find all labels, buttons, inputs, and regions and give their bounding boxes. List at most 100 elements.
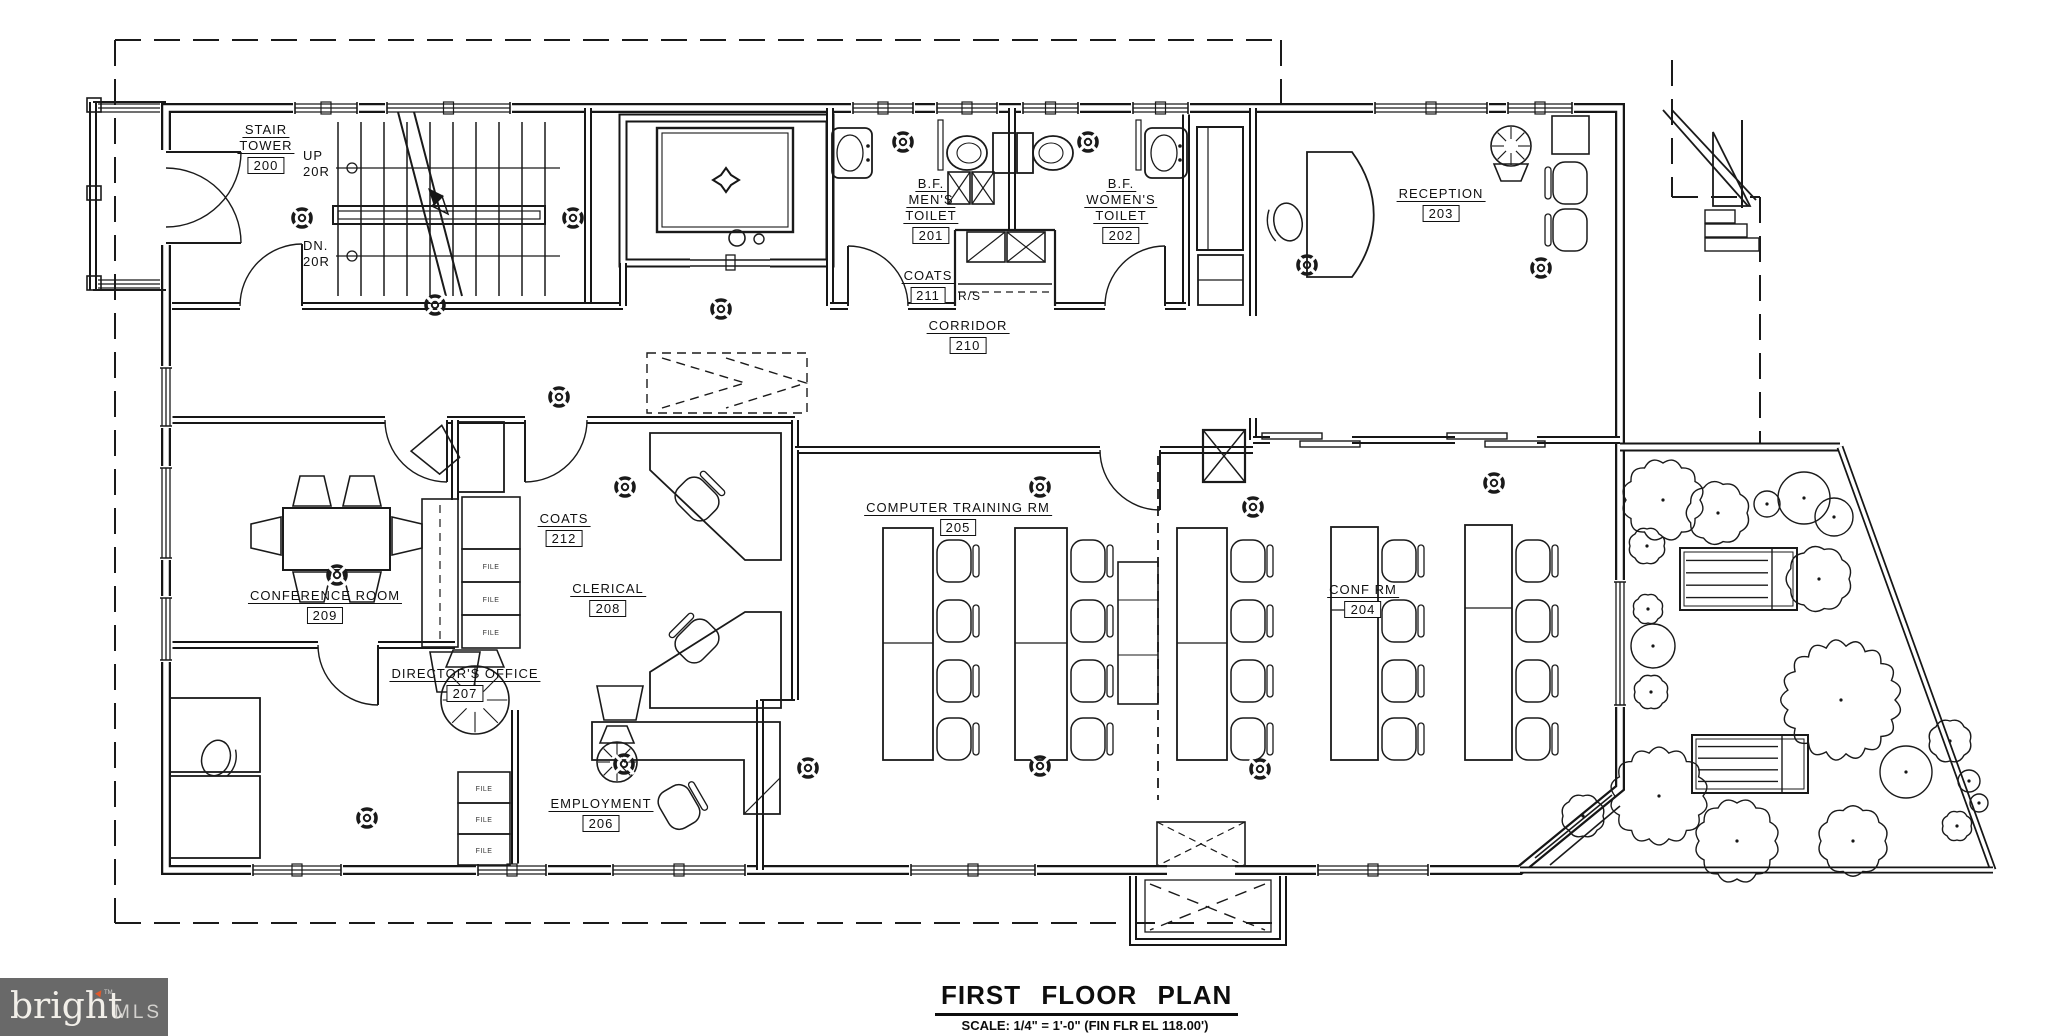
sprinkler-symbol (1248, 757, 1272, 781)
tree-symbol (1610, 746, 1708, 846)
room-number: 211 (910, 287, 946, 304)
tree-symbol (1633, 674, 1669, 710)
tree-symbol (1561, 794, 1605, 838)
room-number: 203 (1422, 205, 1460, 222)
room-name: CLERICAL (570, 581, 646, 597)
plan-scale-note: SCALE: 1/4" = 1'-0" (FIN FLR EL 118.00') (961, 1018, 1209, 1033)
office-casework: FILE FILE FILE FILE FILE FILE (409, 421, 521, 866)
room-name: TOILET (1093, 208, 1149, 224)
room-number: 212 (545, 530, 583, 547)
shrub-symbol (1777, 471, 1831, 525)
room-name: WOMEN'S (1084, 192, 1158, 208)
sprinkler-symbol (325, 563, 349, 587)
room-number: 210 (949, 337, 987, 354)
room-number: 204 (1344, 601, 1382, 618)
room-number: 206 (582, 815, 620, 832)
tree-symbol (1785, 545, 1852, 613)
room-number: 202 (1102, 227, 1140, 244)
file-cabinet-label: FILE (476, 848, 493, 855)
windows (159, 101, 1627, 877)
room-name: CORRIDOR (926, 318, 1010, 334)
sprinkler-symbol (891, 130, 915, 154)
file-cabinet-label: FILE (483, 630, 500, 637)
room-name: CONF RM (1327, 582, 1399, 598)
brightmls-wordmark: bright (10, 986, 123, 1027)
sprinkler-symbol (547, 385, 571, 409)
clerical-furniture (596, 432, 782, 721)
title-block: FIRST FLOOR PLAN SCALE: 1/4" = 1'-0" (FI… (935, 980, 1239, 1033)
room-label-conf-rm: CONF RM 204 (1327, 582, 1399, 618)
room-number: 200 (247, 157, 285, 174)
rod-shelf-note: R/S (958, 289, 982, 303)
sprinkler-symbol (1028, 475, 1052, 499)
doors (160, 150, 1546, 876)
room-number: 201 (912, 227, 950, 244)
room-name: STAIR (242, 122, 290, 138)
tree-symbol (1685, 480, 1750, 546)
room-number: 207 (446, 685, 484, 702)
shrub-symbol (1753, 490, 1781, 518)
tree-symbol (1622, 459, 1704, 541)
shrub-symbol (1879, 745, 1933, 799)
file-cabinet-label: FILE (476, 786, 493, 793)
room-label-corridor: CORRIDOR 210 (926, 318, 1010, 354)
room-label-coats-office: COATS 212 (537, 511, 591, 547)
room-name: RECEPTION (1396, 186, 1486, 202)
brightmls-watermark: bright ▲ TM MLS (0, 978, 168, 1036)
stairs (332, 111, 560, 297)
sprinkler-symbol (423, 293, 447, 317)
shrub-symbol (1969, 793, 1989, 813)
room-label-directors-office: DIRECTOR'S OFFICE 207 (389, 666, 541, 702)
tree-symbol (1628, 527, 1666, 565)
sprinkler-symbol (355, 806, 379, 830)
brightmls-tm: TM (104, 990, 113, 996)
tree-symbol (1695, 799, 1779, 883)
file-cabinet-label: FILE (476, 817, 493, 824)
tree-symbol (1941, 810, 1973, 842)
training-and-conf-tables (882, 524, 1559, 761)
sprinkler-symbol (1076, 130, 1100, 154)
room-label-clerical: CLERICAL 208 (570, 581, 646, 617)
room-name: B.F. (915, 176, 947, 192)
shrub-symbol (1814, 497, 1854, 537)
room-name: COATS (901, 268, 955, 284)
sprinkler-symbol (612, 752, 636, 776)
sprinkler-symbol (1529, 256, 1553, 280)
sprinkler-symbol (613, 475, 637, 499)
brightmls-mls: MLS (114, 1002, 163, 1023)
sprinkler-symbol (1241, 495, 1265, 519)
tree-symbol (1818, 805, 1888, 877)
sprinkler-symbol (796, 756, 820, 780)
room-number: 209 (306, 607, 344, 624)
tree-symbol (1632, 593, 1664, 625)
file-cabinet-label: FILE (483, 597, 500, 604)
plan-title: FIRST FLOOR PLAN (935, 980, 1239, 1016)
room-label-conference-room: CONFERENCE ROOM 209 (247, 588, 403, 624)
room-name: TOILET (903, 208, 959, 224)
sprinkler-symbol (290, 206, 314, 230)
room-name: CONFERENCE ROOM (247, 588, 403, 604)
room-number: 208 (589, 600, 627, 617)
garden (1561, 459, 1989, 883)
room-name: DIRECTOR'S OFFICE (389, 666, 541, 682)
room-name: TOWER (237, 138, 295, 154)
sprinkler-symbol (1482, 471, 1506, 495)
room-name: COMPUTER TRAINING RM (864, 500, 1052, 516)
room-label-reception: RECEPTION 203 (1396, 186, 1486, 222)
tree-symbol (1928, 719, 1972, 763)
room-name: COATS (537, 511, 591, 527)
file-cabinet-label: FILE (483, 564, 500, 571)
toilet-fixtures (831, 119, 1188, 306)
sprinkler-symbol (709, 297, 733, 321)
shrub-symbol (1957, 769, 1981, 793)
room-name: MEN'S (906, 192, 956, 208)
room-name: B.F. (1105, 176, 1137, 192)
stair-down-note: DN. 20R (303, 238, 330, 269)
